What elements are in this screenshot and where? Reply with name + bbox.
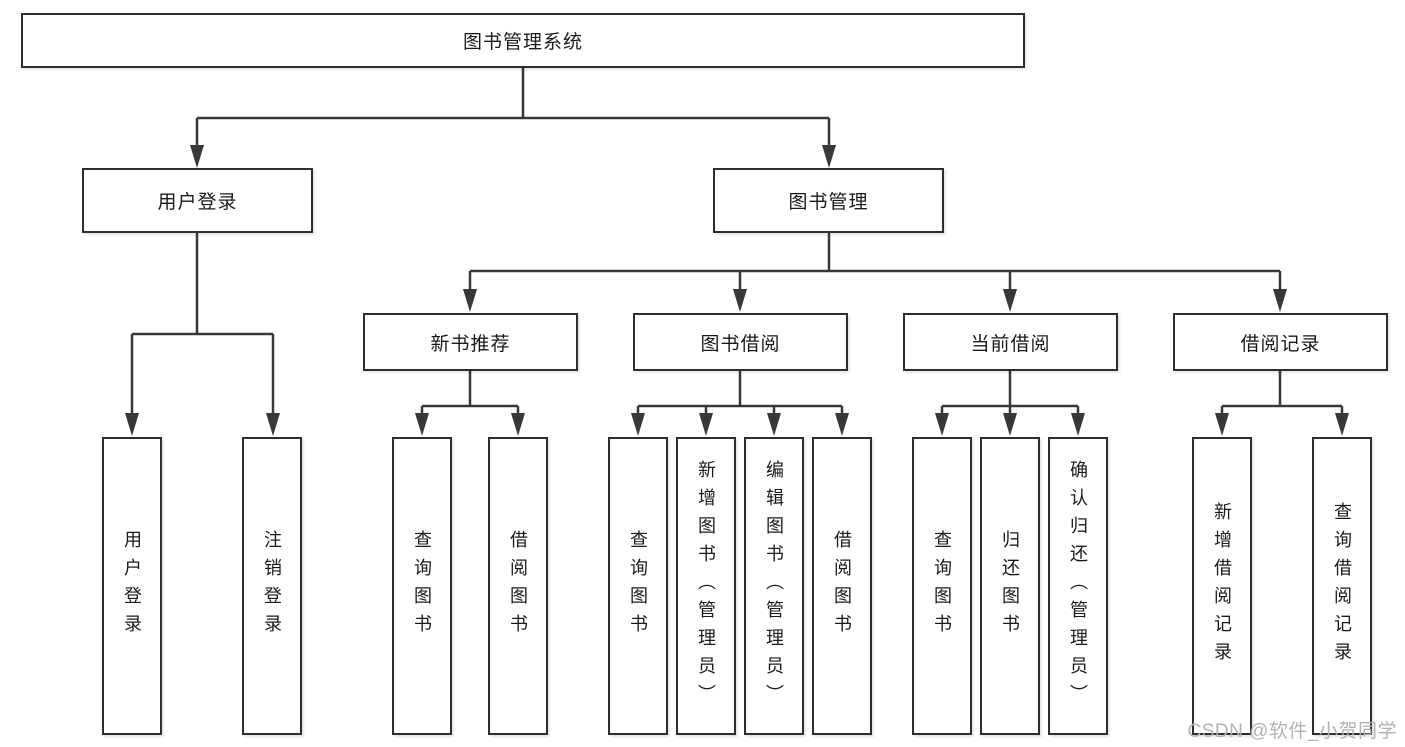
node-book-management-system: 图书管理系统: [21, 13, 1025, 68]
leaf-return-book: 归还图书: [980, 437, 1040, 735]
node-user-login: 用户登录: [82, 168, 313, 233]
node-book-management: 图书管理: [713, 168, 944, 233]
node-current-borrow: 当前借阅: [903, 313, 1118, 371]
leaf-query-books-recommend: 查询图书: [392, 437, 452, 735]
node-borrow-records: 借阅记录: [1173, 313, 1388, 371]
node-book-borrow: 图书借阅: [633, 313, 848, 371]
leaf-edit-book-admin: 编辑图书（管理员）: [744, 437, 804, 735]
leaf-borrow-books: 借阅图书: [812, 437, 872, 735]
leaf-user-login: 用户登录: [102, 437, 162, 735]
leaf-query-borrow-record: 查询借阅记录: [1312, 437, 1372, 735]
leaf-query-books-borrow: 查询图书: [608, 437, 668, 735]
leaf-borrow-books-recommend: 借阅图书: [488, 437, 548, 735]
leaf-add-borrow-record: 新增借阅记录: [1192, 437, 1252, 735]
watermark: CSDN @软件_小贺同学: [1187, 721, 1397, 742]
leaf-add-book-admin: 新增图书（管理员）: [676, 437, 736, 735]
leaf-confirm-return-admin: 确认归还（管理员）: [1048, 437, 1108, 735]
leaf-logout: 注销登录: [242, 437, 302, 735]
leaf-query-books-current: 查询图书: [912, 437, 972, 735]
node-new-book-recommend: 新书推荐: [363, 313, 578, 371]
